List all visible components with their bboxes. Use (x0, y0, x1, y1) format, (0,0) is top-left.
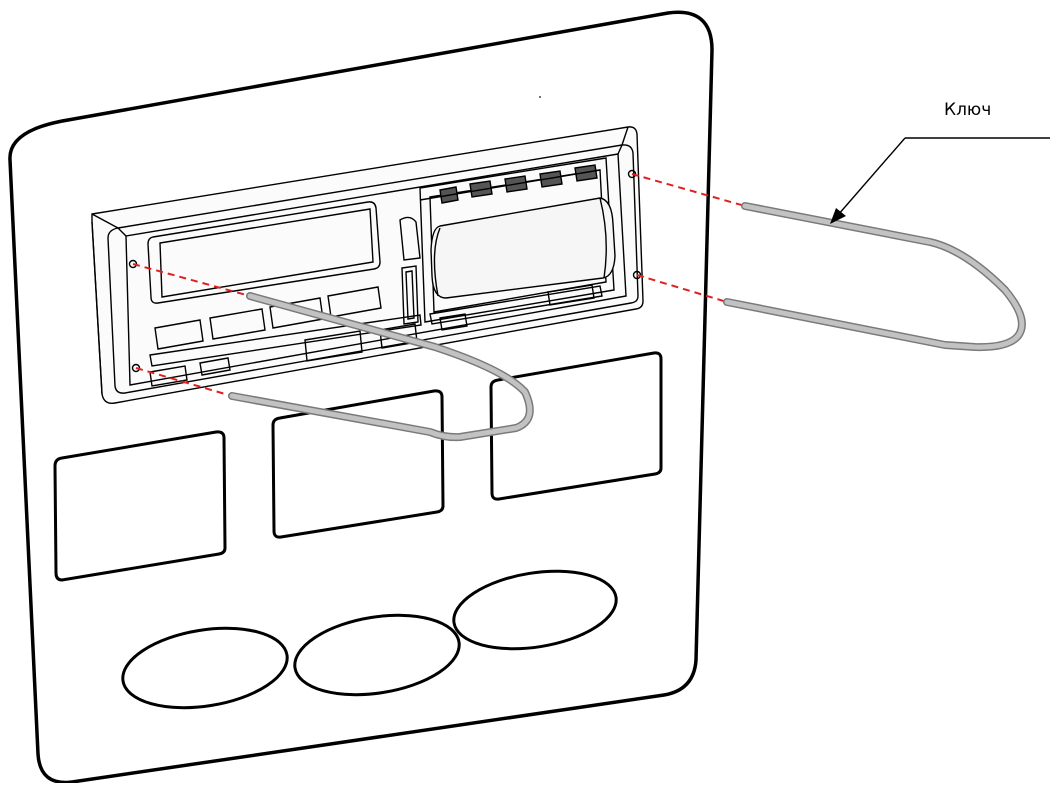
callout-leader (837, 137, 1050, 216)
panel-cutout-right (489, 351, 663, 501)
panel-oval-right (452, 569, 618, 651)
panel-oval-middle (293, 613, 461, 697)
speck (539, 96, 541, 98)
guide-line-left-upper (132, 263, 251, 297)
panel-oval-left (121, 626, 289, 710)
key-callout-label: Ключ (944, 100, 992, 120)
removal-key-left (228, 292, 534, 442)
callout-arrowhead (830, 208, 846, 224)
guide-line-right-upper (631, 173, 746, 207)
guide-line-left-lower (135, 367, 233, 397)
tachograph-device (91, 126, 644, 404)
panel-cutout-middle (271, 389, 445, 539)
panel-cutout-left (53, 430, 227, 582)
guide-line-right-lower (636, 274, 728, 303)
removal-key-right (723, 202, 1026, 352)
guide-lines (132, 173, 746, 397)
